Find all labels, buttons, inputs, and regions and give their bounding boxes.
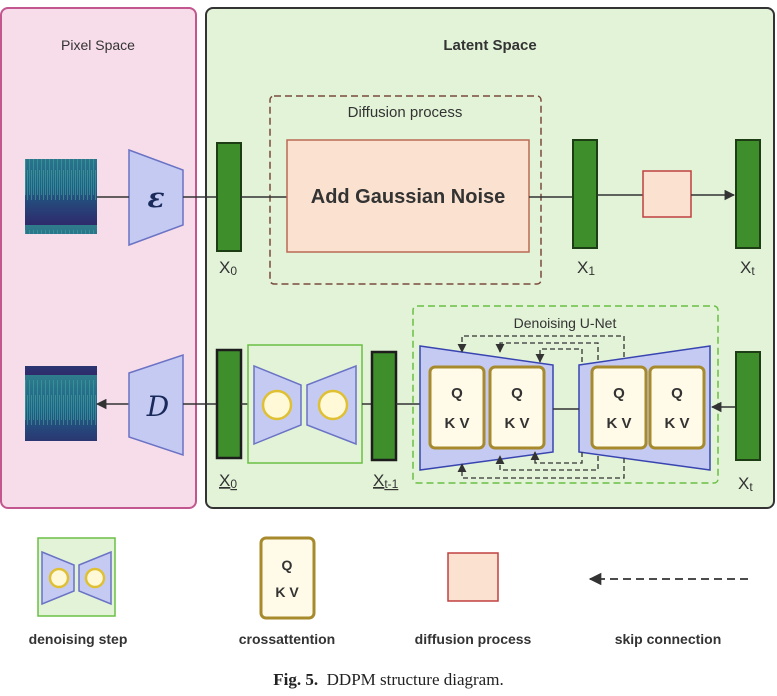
latent-space-title: Latent Space xyxy=(443,37,536,54)
legend-diffusion-process-label: diffusion process xyxy=(415,631,532,647)
attention-block-4: Q K V xyxy=(648,365,706,450)
svg-text:K V: K V xyxy=(275,584,299,600)
legend-denoising-step-label: denoising step xyxy=(29,631,128,647)
legend-skip-connection-label: skip connection xyxy=(615,631,722,647)
denoise-circle-left xyxy=(261,389,293,421)
svg-text:K V: K V xyxy=(606,415,631,432)
denoising-unet-box xyxy=(412,305,719,484)
legend-crossattention: Q K V crossattention xyxy=(239,536,335,647)
caption-text: DDPM structure diagram. xyxy=(326,670,504,689)
svg-text:Q: Q xyxy=(511,385,523,402)
decoder-symbol: D xyxy=(146,390,169,423)
legend-skip-connection: skip connection xyxy=(588,572,748,647)
xt-bottom-label: Xt xyxy=(738,474,753,494)
skip-connections-top xyxy=(457,335,625,363)
spectrogram-output xyxy=(25,366,97,441)
denoising-unet-title: Denoising U-Net xyxy=(514,315,617,331)
xt1-label: Xt-1 xyxy=(373,471,399,491)
pixel-space-title: Pixel Space xyxy=(61,37,135,53)
xt-top-label: Xt xyxy=(740,258,755,278)
legend-diffusion-process: diffusion process xyxy=(415,552,532,647)
svg-text:K V: K V xyxy=(444,415,469,432)
diffusion-process-box xyxy=(269,95,542,285)
figure-caption: Fig. 5. DDPM structure diagram. xyxy=(0,670,777,690)
attention-block-1: Q K V xyxy=(428,365,486,450)
diffusion-step-box xyxy=(642,170,692,218)
latent-x1-block xyxy=(572,139,598,249)
skip-connections-bottom xyxy=(457,451,625,479)
latent-xt1-block xyxy=(370,350,398,462)
svg-text:Q: Q xyxy=(282,557,293,573)
encoder-trapezoid xyxy=(128,148,184,247)
svg-text:K V: K V xyxy=(664,415,689,432)
legend-denoising-step: denoising step xyxy=(29,537,128,647)
decoder-trapezoid xyxy=(128,353,184,457)
encoder-symbol: ε xyxy=(147,181,164,214)
x0-bottom-label: X0 xyxy=(219,471,237,491)
latent-xt-block xyxy=(735,139,761,249)
svg-text:Q: Q xyxy=(613,385,625,402)
denoise-circle-right xyxy=(317,389,349,421)
caption-prefix: Fig. 5. xyxy=(273,670,319,689)
add-gaussian-noise-label: Add Gaussian Noise xyxy=(311,186,506,208)
svg-text:K V: K V xyxy=(504,415,529,432)
legend-crossattention-label: crossattention xyxy=(239,631,335,647)
latent-xt-bottom-block xyxy=(735,351,761,461)
add-gaussian-noise-box xyxy=(286,139,530,253)
x1-label: X1 xyxy=(577,258,595,278)
attention-block-2: Q K V xyxy=(488,365,546,450)
diffusion-process-title: Diffusion process xyxy=(348,104,463,121)
svg-text:Q: Q xyxy=(671,385,683,402)
latent-x0-bottom-block xyxy=(215,348,243,460)
svg-text:Q: Q xyxy=(451,385,463,402)
latent-x0-block xyxy=(216,142,242,252)
x0-top-label: X0 xyxy=(219,258,237,278)
spectrogram-input xyxy=(25,159,97,234)
attention-block-3: Q K V xyxy=(590,365,648,450)
